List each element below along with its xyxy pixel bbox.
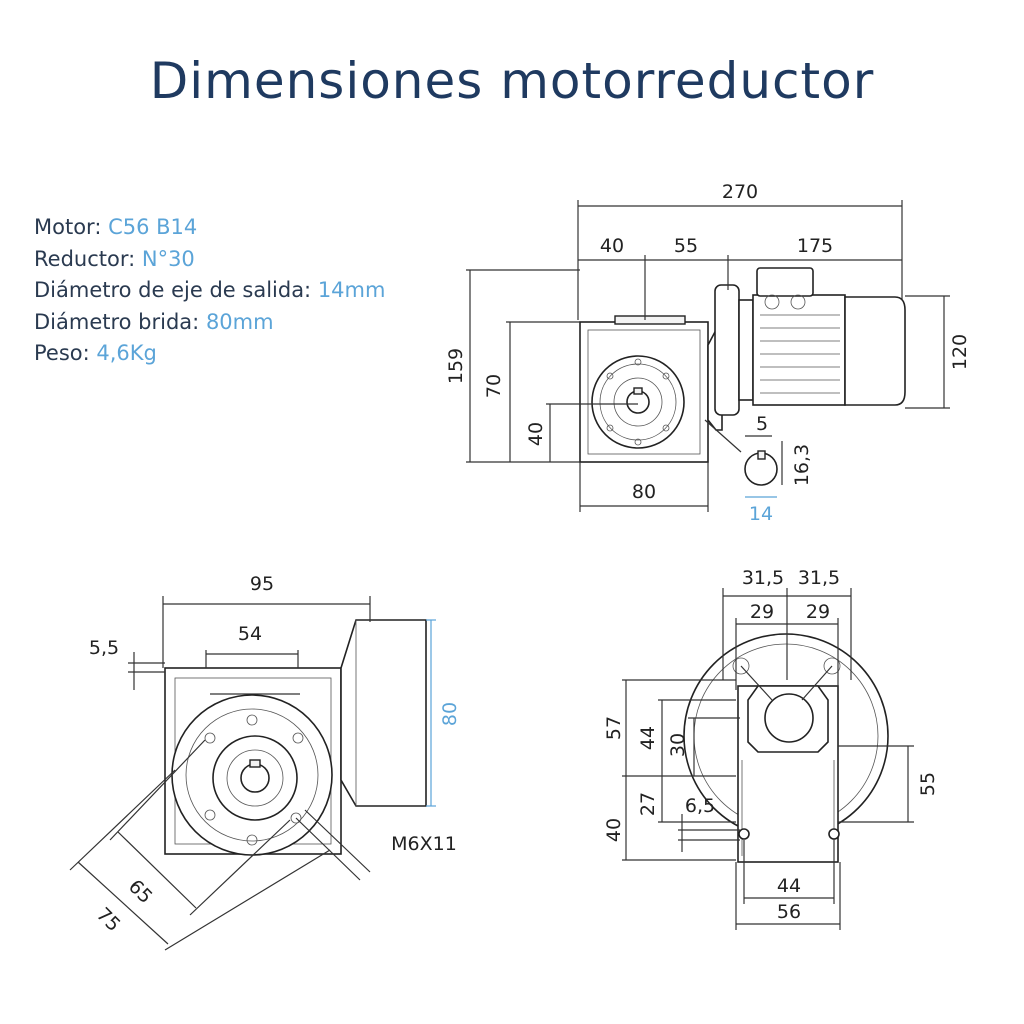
dim-flange-80: 80 — [439, 702, 461, 726]
dim-44-horiz: 44 — [777, 875, 801, 897]
spec-value: 4,6Kg — [96, 341, 157, 365]
spec-weight: Peso: 4,6Kg — [34, 338, 385, 370]
side-view: 270 40 55 175 159 70 40 120 80 5 16,3 14 — [445, 181, 971, 525]
spec-value: N°30 — [141, 246, 195, 271]
dim-175: 175 — [797, 235, 833, 257]
dim-70: 70 — [483, 374, 505, 398]
dim-40-back: 40 — [603, 818, 625, 842]
terminal-box — [756, 267, 814, 297]
spec-value: 80mm — [205, 309, 274, 334]
spec-label: Diámetro de eje de salida: — [34, 278, 318, 302]
dim-key-163: 16,3 — [791, 444, 813, 486]
spec-label: Peso: — [34, 341, 97, 365]
thread-label: M6X11 — [391, 833, 457, 855]
dim-65: 65 — [124, 875, 157, 908]
spec-label: Reductor: — [34, 246, 142, 271]
dim-6-5: 6,5 — [685, 795, 715, 817]
dim-5-5: 5,5 — [89, 637, 119, 659]
dim-80: 80 — [632, 481, 656, 503]
spec-list: Motor: C56 B14 Reductor: N°30 Diámetro d… — [34, 212, 385, 370]
dim-44-vert: 44 — [637, 726, 659, 750]
dim-31-5-right: 31,5 — [798, 567, 840, 589]
dim-75: 75 — [92, 903, 125, 936]
spec-shaft-diameter: Diámetro de eje de salida: 14mm — [34, 275, 385, 307]
dim-55-back: 55 — [917, 772, 939, 796]
motor-flange — [714, 284, 740, 416]
dim-27: 27 — [637, 792, 659, 816]
dim-57: 57 — [603, 716, 625, 740]
spec-label: Diámetro brida: — [34, 309, 206, 334]
motor-body — [752, 294, 846, 406]
back-view: 31,5 31,5 29 29 57 44 30 27 6,5 40 55 — [603, 567, 939, 930]
spec-flange-diameter: Diámetro brida: 80mm — [34, 307, 385, 339]
dim-120: 120 — [949, 334, 971, 370]
dim-31-5-left: 31,5 — [742, 567, 784, 589]
dim-95: 95 — [250, 573, 274, 595]
dim-159: 159 — [445, 348, 467, 384]
dim-54: 54 — [238, 623, 262, 645]
spec-label: Motor: — [34, 215, 109, 239]
dim-270: 270 — [722, 181, 758, 203]
dim-key-5: 5 — [756, 413, 768, 435]
dim-29-left: 29 — [750, 601, 774, 623]
dim-29-right: 29 — [806, 601, 830, 623]
dim-30: 30 — [667, 733, 689, 757]
flange-side — [340, 619, 427, 807]
dim-40-side: 40 — [525, 422, 547, 446]
spec-value: 14mm — [317, 278, 386, 302]
spec-reductor: Reductor: N°30 — [34, 244, 385, 276]
spec-value: C56 B14 — [108, 215, 198, 239]
spec-motor: Motor: C56 B14 — [34, 212, 385, 244]
dim-56: 56 — [777, 901, 801, 923]
fan-cover — [844, 296, 906, 406]
dim-40: 40 — [600, 235, 624, 257]
page-title: Dimensiones motorreductor — [149, 52, 875, 110]
dim-shaft-14: 14 — [749, 503, 773, 525]
dim-55: 55 — [674, 235, 698, 257]
front-view: 95 54 5,5 80 65 75 M6X11 — [69, 573, 461, 951]
